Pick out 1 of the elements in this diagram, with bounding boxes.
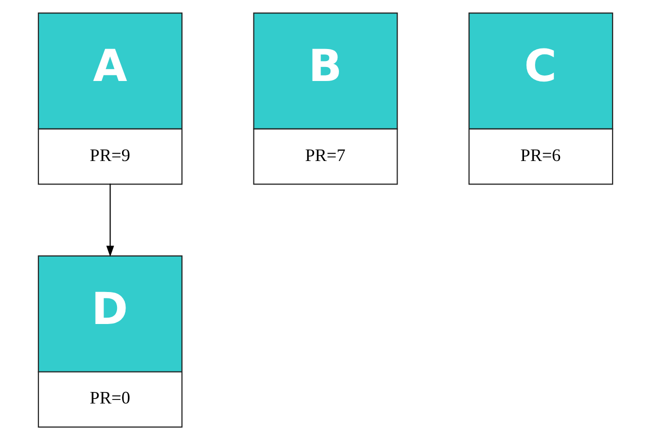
arrow [106, 184, 114, 257]
